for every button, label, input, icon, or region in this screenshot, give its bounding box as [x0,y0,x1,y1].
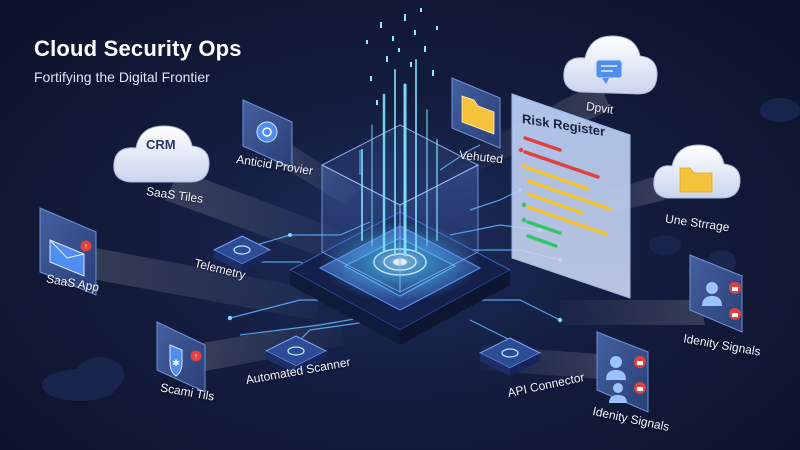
envelope-icon [49,239,85,277]
gear-icon [256,121,278,143]
user-icon [702,282,722,306]
lock-icon [729,282,741,294]
crm-label: CRM [146,137,176,152]
vehuted-panel [451,77,501,149]
lock-icon [729,308,741,320]
risk-bars [523,136,612,248]
lock-icon [634,356,646,368]
alert-badge-icon: ! [190,350,202,362]
scami-tils-panel: ✱ ! [156,321,206,393]
folder-icon [461,95,495,135]
alert-badge-icon: ! [80,240,92,252]
identity-signals-right-panel [689,254,743,333]
crm-cloud [113,125,210,183]
data-streams [361,59,438,257]
risk-bar-dots [518,147,527,223]
data-particles [366,8,438,105]
svg-text:!: ! [195,355,197,361]
telemetry-node [212,235,272,272]
saas-app-panel: ! [39,207,97,296]
identity-signals-bottom-panel [596,331,649,413]
api-connector-node [478,337,542,376]
page-title: Cloud Security Ops [34,36,242,61]
risk-register-panel [511,93,631,299]
page-subtitle: Fortifying the Digital Frontier [34,69,210,85]
folder-icon [679,167,713,193]
svg-text:!: ! [85,245,87,251]
une-strrage-cloud [653,144,741,199]
automated-scanner-node [264,335,328,374]
anticid-provier-panel [242,99,293,169]
dpvit-cloud [563,35,658,95]
svg-text:✱: ✱ [172,358,180,368]
user-icon [606,356,627,403]
lock-icon [634,382,646,394]
chat-bubble-icon [595,59,623,84]
shield-icon: ✱ [169,344,183,377]
